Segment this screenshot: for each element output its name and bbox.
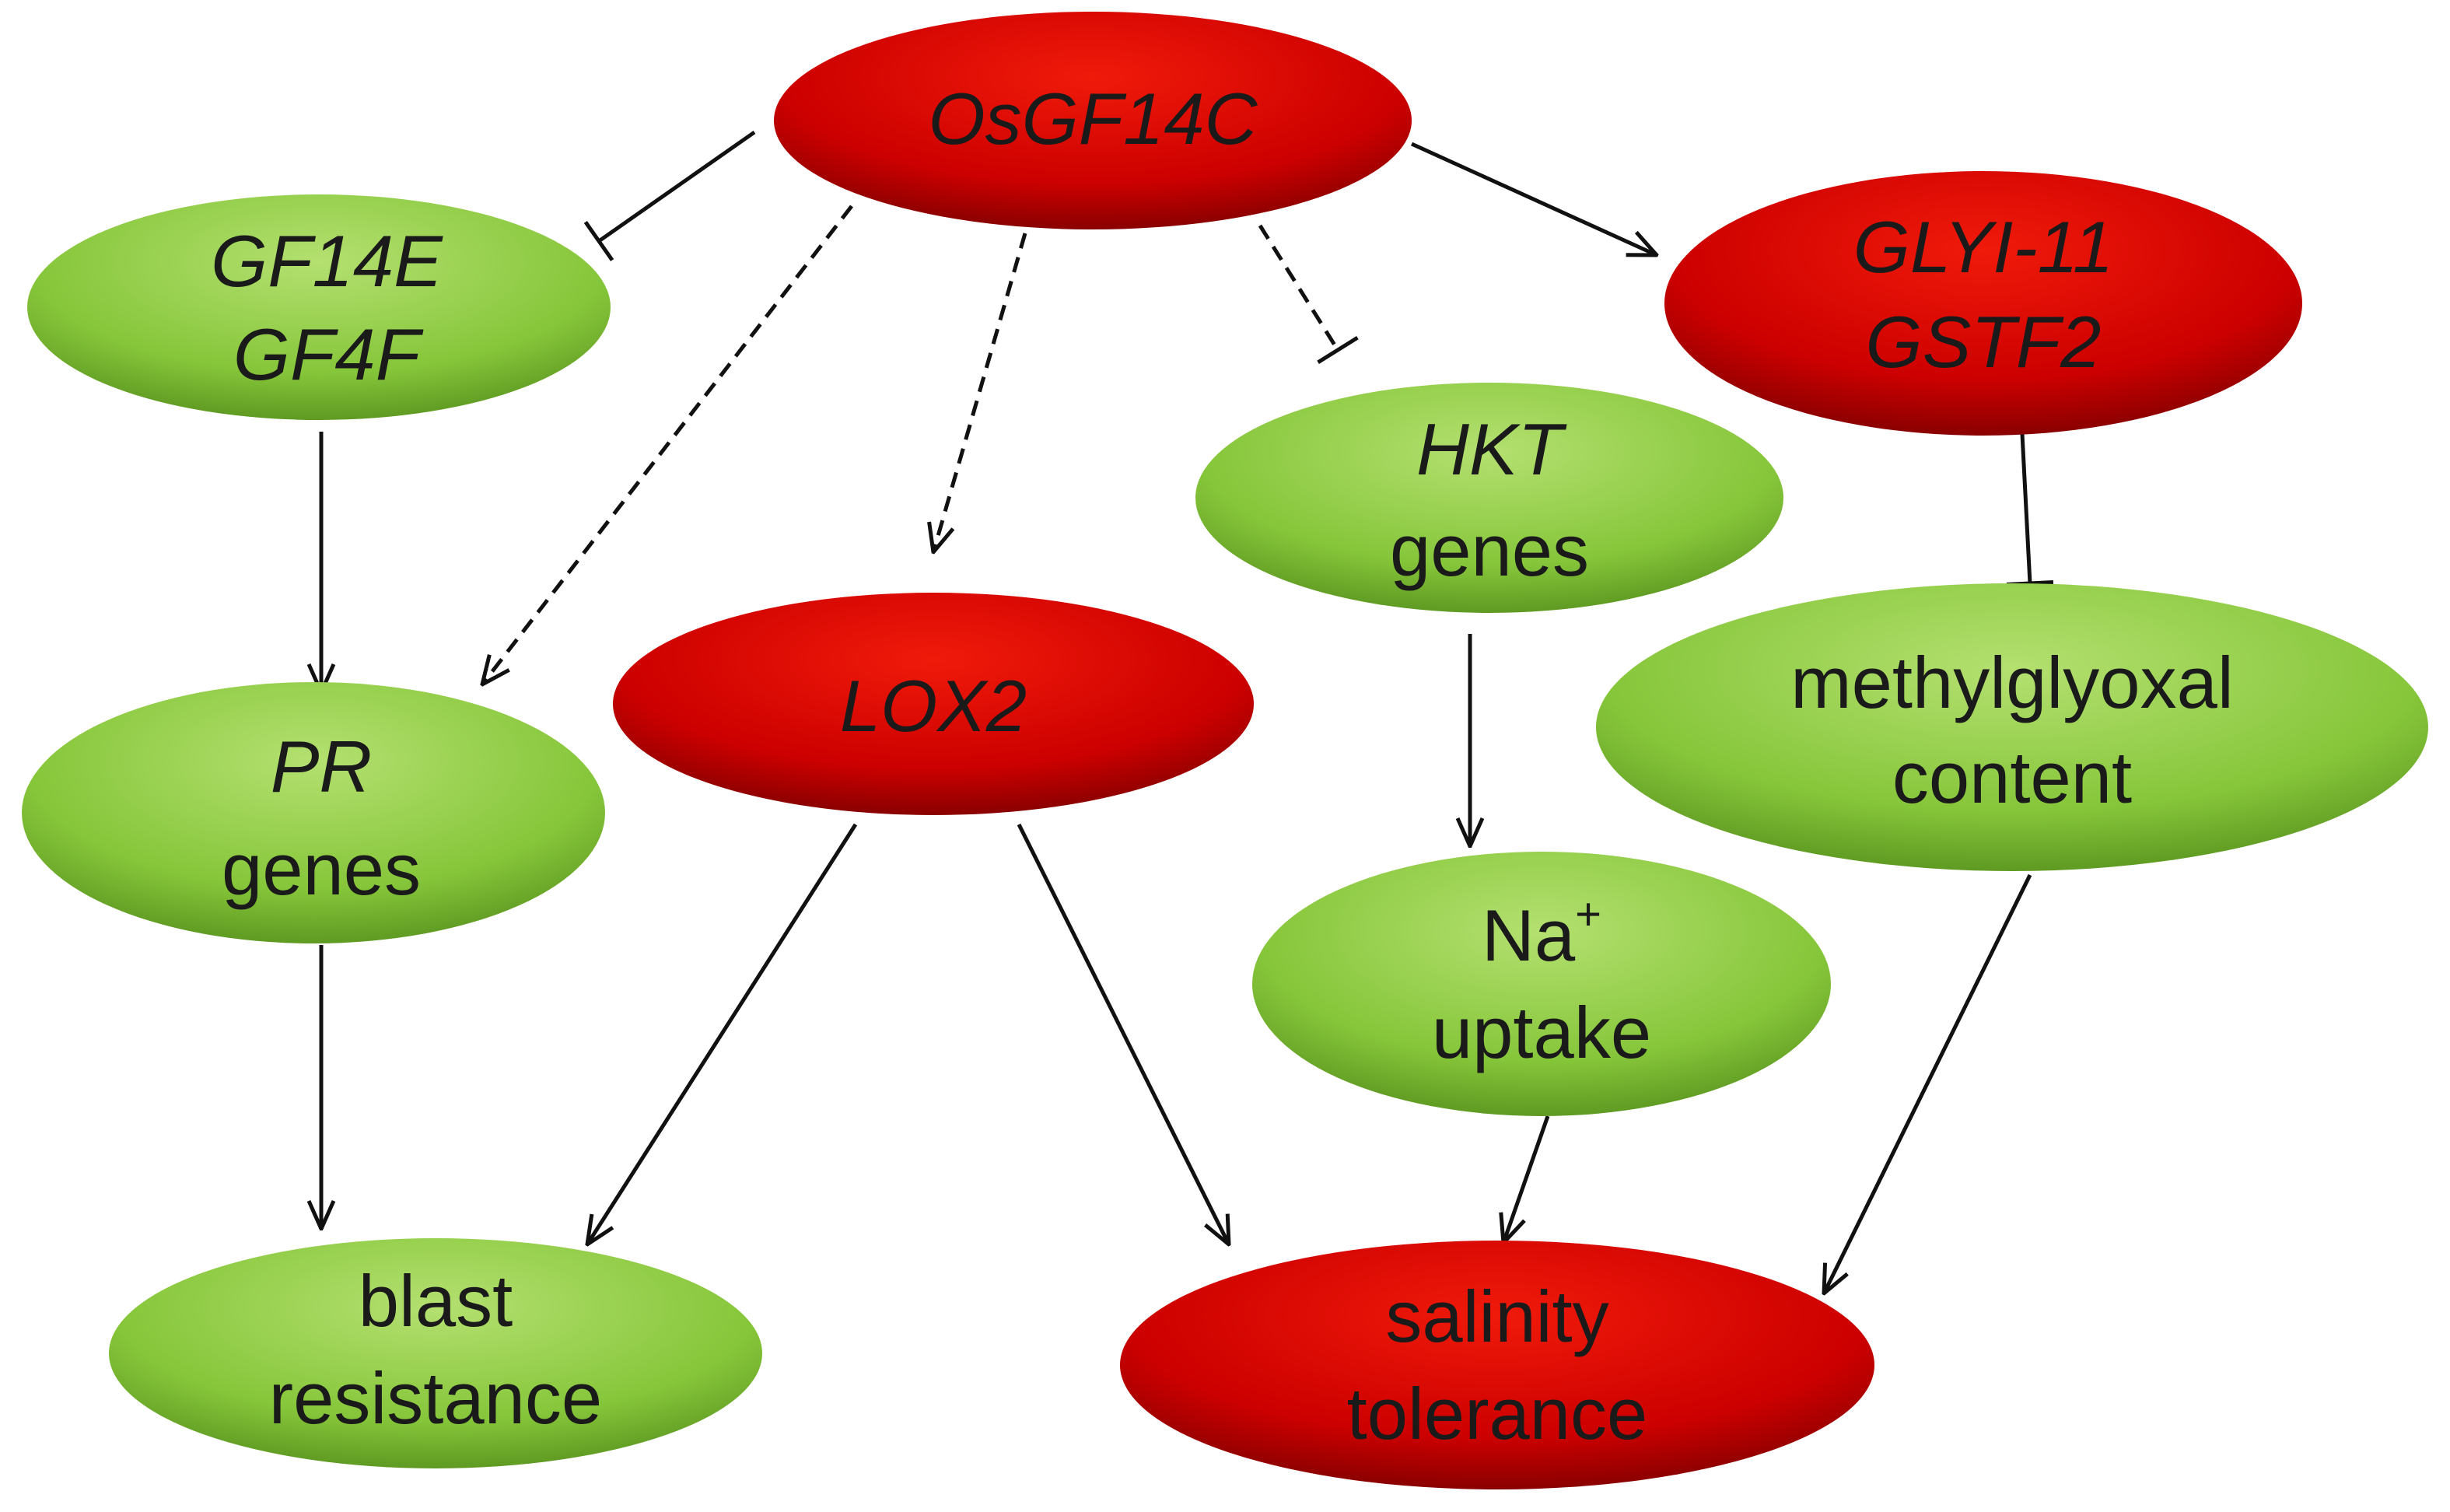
node-label-line2: resistance [269,1357,602,1439]
edge-glyi-inhibits-methylglyoxal [2006,433,2054,587]
node-salinity-tolerance: salinity tolerance [1120,1241,1874,1489]
node-label-line1: methylglyoxal [1790,642,2233,723]
node-label-line1: GF14E [211,220,443,302]
node-pr-genes: PR genes [22,682,605,943]
superscript-plus: + [1575,889,1601,940]
node-shape [1120,1241,1874,1489]
node-shape [613,593,1254,815]
node-shape [1252,852,1831,1116]
node-glyi-gstf: GLYI-11 GSTF2 [1664,171,2302,436]
edge-osgf14c-to-lox2 [933,233,1027,552]
node-label-line1: PR [271,726,373,807]
node-methylglyoxal-content: methylglyoxal content [1596,583,2428,871]
node-label-line2: uptake [1432,992,1651,1073]
node-label-line1: GLYI-11 [1853,206,2113,288]
node-label-line1: Na+ [1482,889,1601,976]
node-label-line2: genes [222,828,421,910]
na-text: Na [1482,894,1576,976]
node-shape [22,682,605,943]
edge-osgf14c-inhibits-gf14e [583,130,756,262]
node-label-line2: tolerance [1347,1373,1648,1454]
node-shape [27,194,611,420]
node-gf14e-gf4f: GF14E GF4F [27,194,611,420]
node-na-uptake: Na+ uptake [1252,852,1831,1116]
node-label: OsGF14C [928,78,1258,159]
node-label-line2: genes [1390,509,1589,591]
edges [321,130,2054,1293]
node-shape [1664,171,2302,436]
node-lox2: LOX2 [613,593,1254,815]
node-label-line1: HKT [1416,408,1567,490]
node-label-line1: blast [359,1260,513,1342]
node-osgf14c: OsGF14C [774,12,1412,229]
node-shape [1195,383,1783,613]
node-label-line1: salinity [1385,1276,1608,1357]
edge-osgf14c-to-glyi [1410,142,1657,255]
node-label-line2: GSTF2 [1866,301,2102,383]
node-hkt-genes: HKT genes [1195,383,1783,613]
edge-methylglyoxal-to-salinity [1824,873,2032,1293]
node-label-line2: content [1892,737,2132,818]
node-label: LOX2 [840,665,1027,747]
edge-na-to-salinity [1503,1115,1550,1243]
edge-lox2-to-salinity [1017,823,1229,1244]
edge-osgf14c-inhibits-hkt [1258,224,1359,365]
node-shape [774,12,1412,229]
node-label-line2: GF4F [233,313,424,395]
node-shape [1596,583,2428,871]
edge-lox2-to-blast [587,823,858,1244]
node-shape [109,1238,762,1468]
edge-osgf14c-to-pr [482,205,853,684]
node-blast-resistance: blast resistance [109,1238,762,1468]
